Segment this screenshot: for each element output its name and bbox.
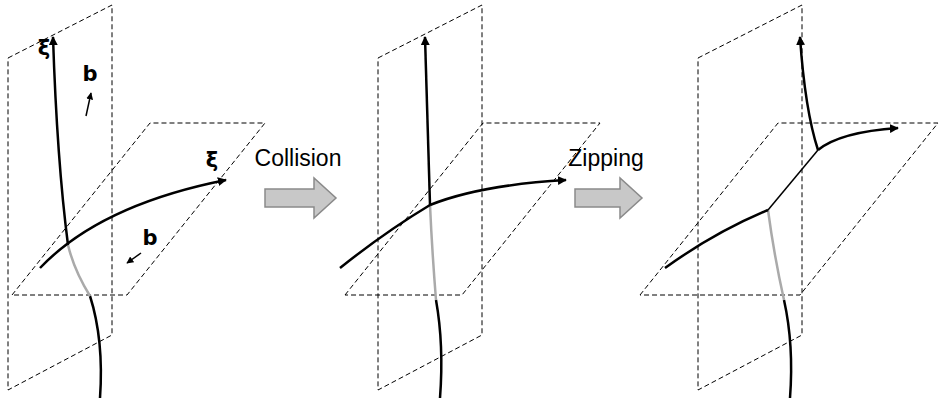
line-direction-label: ξ	[206, 150, 218, 171]
step-label: Zipping	[568, 147, 643, 170]
burgers-vector-label: b	[82, 64, 97, 85]
dislocation-lines	[340, 37, 566, 398]
slip-planes	[8, 5, 938, 390]
process-arrows	[265, 178, 642, 218]
step-label: Collision	[255, 147, 342, 170]
dislocation-lines	[665, 37, 898, 398]
dislocation-lines	[40, 37, 226, 398]
line-direction-label: ξ	[38, 38, 50, 59]
burgers-vector-label: b	[142, 228, 157, 249]
